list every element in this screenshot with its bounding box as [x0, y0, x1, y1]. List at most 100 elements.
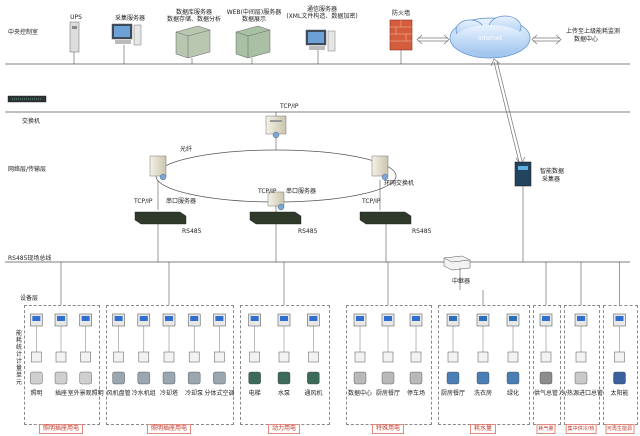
label-smart-collector-sub: 采集器 — [542, 176, 561, 183]
device-group-box — [240, 305, 330, 425]
device-item-label: 绿化 — [506, 390, 520, 397]
load-device-icon — [30, 371, 43, 385]
meter-icon — [162, 313, 176, 385]
load-device-icon — [476, 371, 490, 385]
label-serial-1: 串口服务器 — [166, 198, 197, 205]
device-group-label: 特殊用电 — [371, 424, 405, 434]
label-tcpip-right: TCP/IP — [362, 198, 381, 205]
label-field-bus: RS485现场总线 — [8, 255, 52, 262]
internet-cloud-icon — [449, 15, 531, 59]
label-app-server: 采集服务器 — [114, 15, 146, 22]
device-group-box — [24, 305, 100, 425]
load-device-icon — [446, 371, 460, 385]
label-web-server: WEB(中间层)服务器 — [226, 9, 282, 16]
db-server-icon — [175, 25, 211, 64]
device-item-label: 厨房餐厅 — [375, 390, 401, 397]
meter-icon — [187, 313, 201, 385]
device-group-label: 照明插座用电 — [146, 424, 192, 434]
device-item-label: 水泵 — [277, 390, 291, 397]
label-rs485-2: RS485 — [298, 228, 318, 235]
meter-icon — [353, 313, 367, 385]
meter-icon — [112, 313, 125, 385]
load-device-icon — [213, 371, 226, 385]
meter-icon — [613, 313, 626, 385]
device-item-label: 冷却泵 — [185, 390, 204, 397]
label-smart-collector: 智能数据 — [540, 168, 565, 175]
relay-icon — [443, 255, 471, 290]
smart-collector-icon — [514, 161, 532, 262]
meter-icon — [574, 313, 588, 385]
meter-icon — [539, 313, 553, 385]
load-device-icon — [162, 371, 176, 385]
label-fiber-switch: 环网交换机 — [384, 180, 415, 187]
device-group-box — [564, 305, 600, 425]
load-device-icon — [307, 371, 320, 385]
device-group-box — [603, 305, 638, 425]
load-device-icon — [277, 371, 291, 385]
device-item-label: 数据中心 — [347, 390, 373, 397]
ring-server-left-icon — [149, 155, 167, 210]
device-group-label: 耗气量 — [536, 424, 556, 434]
load-device-icon — [79, 371, 92, 385]
label-tcpip-left: TCP/IP — [134, 198, 153, 205]
device-group-box — [106, 305, 234, 425]
device-group-box — [346, 305, 432, 425]
device-item-label: 风机盘管 — [106, 390, 131, 397]
load-device-icon — [539, 371, 553, 385]
device-item-label: 分体式空调 — [204, 390, 235, 397]
label-ring: 光纤 — [180, 146, 193, 153]
meter-icon — [506, 313, 520, 385]
meter-icon — [248, 313, 261, 385]
label-ups: UPS — [70, 14, 82, 21]
load-device-icon — [54, 371, 68, 385]
device-group-label: 动力用电 — [267, 424, 301, 434]
meter-icon — [307, 313, 320, 385]
device-item-label: 照明 — [30, 390, 43, 397]
label-db-server-sub: 数据存储、数据分析 — [166, 16, 222, 23]
network-switch-icon — [7, 95, 47, 103]
meter-icon — [476, 313, 490, 385]
device-item-label: 冷/热源进口总管 — [558, 390, 604, 397]
device-item-label: 电梯 — [248, 390, 261, 397]
device-item-label: 通风机 — [304, 390, 323, 397]
label-network-layer: 网络层/传输层 — [8, 166, 47, 173]
label-comm-server: 通信服务器 — [306, 6, 338, 13]
meter-icon — [137, 313, 151, 385]
label-upload-sub: 数据中心 — [574, 36, 599, 43]
label-internet: Internet — [478, 35, 502, 42]
meter-icon — [30, 313, 43, 385]
label-db-server: 数据库服务器 — [175, 9, 213, 16]
meter-icon — [213, 313, 226, 385]
label-switch: 交换机 — [22, 118, 41, 125]
serial-server-1-icon — [134, 211, 187, 262]
meter-icon — [381, 313, 395, 385]
label-rs485-3: RS485 — [412, 228, 432, 235]
device-group-label: 照明插座用电 — [38, 424, 84, 434]
label-firewall: 防火墙 — [391, 10, 411, 17]
label-upload: 上传至上级能耗监测 — [566, 28, 621, 35]
device-group-box — [438, 305, 530, 425]
meter-icon — [79, 313, 92, 385]
meter-icon — [54, 313, 68, 385]
device-item-label: 厨房餐厅 — [440, 390, 466, 397]
device-item-label: 停车场 — [406, 390, 426, 397]
app-server-icon — [111, 23, 142, 64]
comm-server-icon — [305, 29, 336, 64]
meter-icon — [277, 313, 291, 385]
load-device-icon — [574, 371, 588, 385]
load-device-icon — [187, 371, 201, 385]
internet-to-collector-arrow — [490, 58, 526, 166]
device-item-label: 太阳能 — [610, 390, 629, 397]
label-tcpip-top: TCP/IP — [280, 103, 299, 110]
meter-icon — [446, 313, 460, 385]
load-device-icon — [353, 371, 367, 385]
label-rs485-1: RS485 — [182, 228, 202, 235]
serial-server-2-icon — [249, 211, 302, 262]
load-device-icon — [112, 371, 125, 385]
internet-upload-arrow — [531, 34, 562, 45]
device-group-box — [533, 305, 561, 425]
label-tcpip-mid: TCP/IP — [258, 188, 277, 195]
label-central-room: 中央控制室 — [8, 29, 39, 36]
load-device-icon — [613, 371, 626, 385]
